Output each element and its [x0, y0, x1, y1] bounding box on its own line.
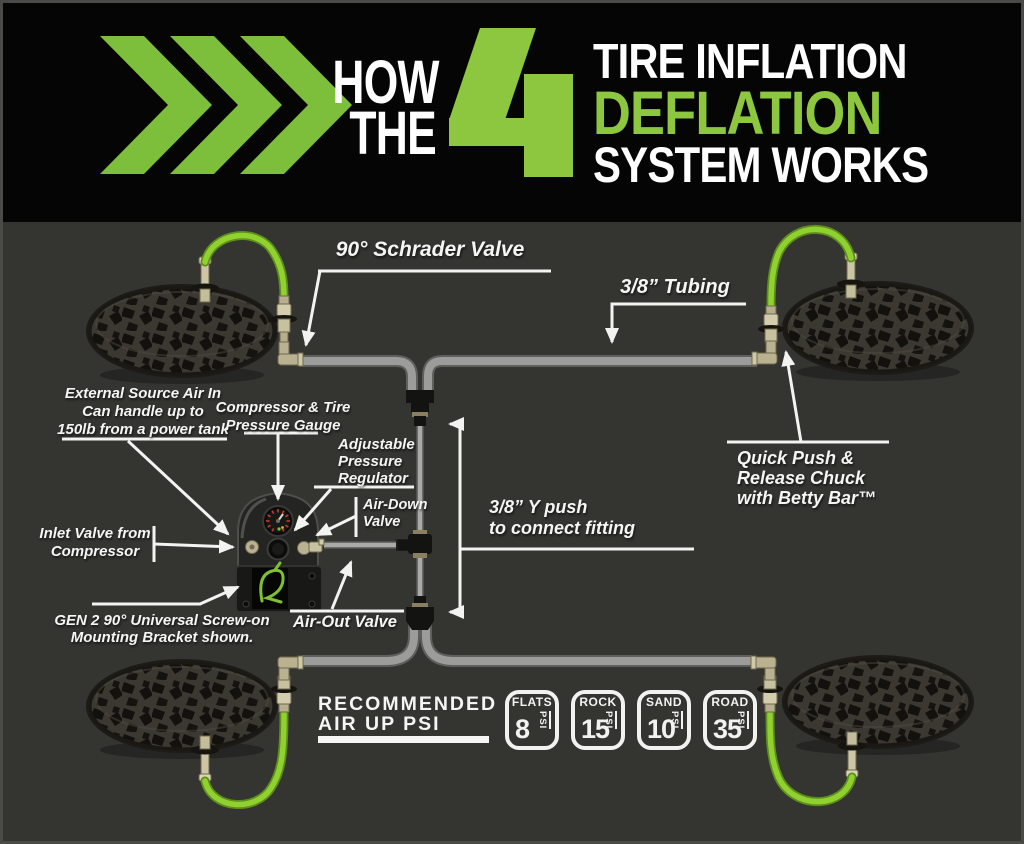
header-title-line1: TIRE INFLATION	[593, 35, 907, 89]
psi-badge-rock: ROCK 15 PSI	[571, 690, 625, 750]
label-air-down-valve: Air-Down Valve	[363, 497, 428, 530]
external-pointer	[126, 439, 230, 536]
schrader-pointer	[301, 270, 322, 347]
header-title: TIRE INFLATION DEFLATION SYSTEM WORKS	[593, 35, 1013, 193]
gen2-pointer	[199, 585, 240, 606]
label-schrader-valve: 90° Schrader Valve	[335, 238, 525, 261]
psi-badge-flats: FLATS 8 PSI	[505, 690, 559, 750]
header-title-line2: DEFLATION	[593, 79, 882, 147]
green-script-a-brand-logo-icon	[259, 561, 285, 604]
main-air-tubing	[300, 355, 757, 667]
recommended-psi-heading: RECOMMENDED AIR UP PSI	[318, 693, 498, 735]
callout-leader-lines	[62, 269, 889, 619]
tee-fitting-middle	[398, 530, 432, 558]
header-prefix: HOW THE	[296, 47, 439, 168]
header-title-line3: SYSTEM WORKS	[593, 137, 929, 193]
big-number-four	[449, 28, 573, 177]
label-tubing: 3/8” Tubing	[620, 276, 730, 298]
quick-push-pointer	[781, 350, 803, 443]
label-compressor-tire-pressure-gauge: Compressor & Tire Pressure Gauge	[215, 399, 351, 434]
y-push-fitting-top	[406, 390, 434, 426]
label-quick-push-release-chuck: Quick Push & Release Chuck with Betty Ba…	[737, 448, 877, 508]
green-hoses	[200, 224, 857, 810]
psi-badge-sand: SAND 10 PSI	[637, 690, 691, 750]
psi-badge-road: ROAD 35 PSI	[703, 690, 757, 750]
airdown-pointer	[315, 514, 357, 537]
tubing-pointer	[605, 302, 746, 344]
psi-badge-row: FLATS 8 PSI ROCK 15 PSI SAND 10 PSI ROAD…	[505, 690, 757, 750]
mounting-bracket	[235, 561, 323, 613]
regulator-knob	[266, 537, 290, 561]
label-adjustable-pressure-regulator: Adjustable Pressure Regulator	[338, 436, 415, 487]
label-external-source-air-in: External Source Air In Can handle up to …	[57, 385, 229, 438]
y-push-fitting-bottom	[406, 596, 434, 630]
header-prefix-line2: THE	[349, 98, 436, 168]
inlet-pointer	[153, 539, 235, 554]
triple-chevron-right-icon	[100, 36, 352, 174]
label-gen2-mounting-bracket: GEN 2 90° Universal Screw-on Mounting Br…	[54, 612, 270, 646]
airout-pointer	[330, 560, 353, 610]
header-prefix-line1: HOW	[332, 47, 439, 117]
label-y-push-connect-fitting: 3/8” Y push to connect fitting	[489, 497, 635, 538]
inlet-valve	[245, 540, 259, 554]
label-air-out-valve: Air-Out Valve	[293, 613, 397, 631]
pressure-gauge	[262, 505, 294, 537]
adjreg-pointer	[293, 488, 333, 532]
label-inlet-valve-from-compressor: Inlet Valve from Compressor	[39, 525, 151, 560]
air-down-valve	[297, 538, 325, 555]
manifold-link-tube	[324, 424, 424, 600]
recommended-psi-underline	[318, 736, 489, 743]
